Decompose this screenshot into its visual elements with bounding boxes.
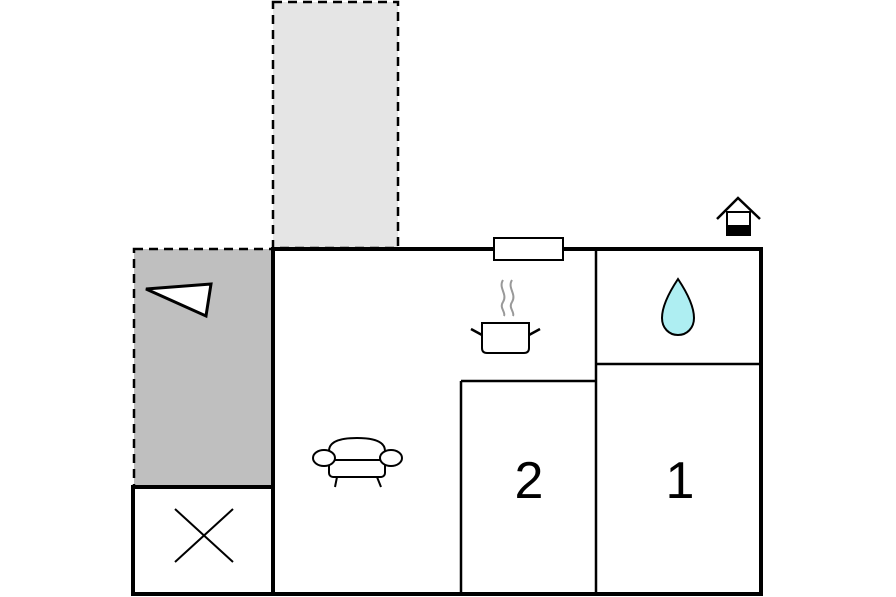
armchair-icon [312, 436, 403, 488]
room-label-2: 2 [515, 452, 544, 510]
storage-room-wall [131, 485, 275, 596]
balcony-area [271, 0, 400, 250]
water-drop-icon [660, 277, 696, 337]
cooking-pot-icon [470, 279, 541, 354]
room-label-1: 1 [666, 452, 695, 510]
inner-walls [459, 249, 761, 594]
x-mark-icon [174, 508, 234, 563]
compass-arrow-icon [145, 282, 213, 319]
house-entrance-icon [716, 196, 761, 236]
window-icon [493, 237, 564, 261]
